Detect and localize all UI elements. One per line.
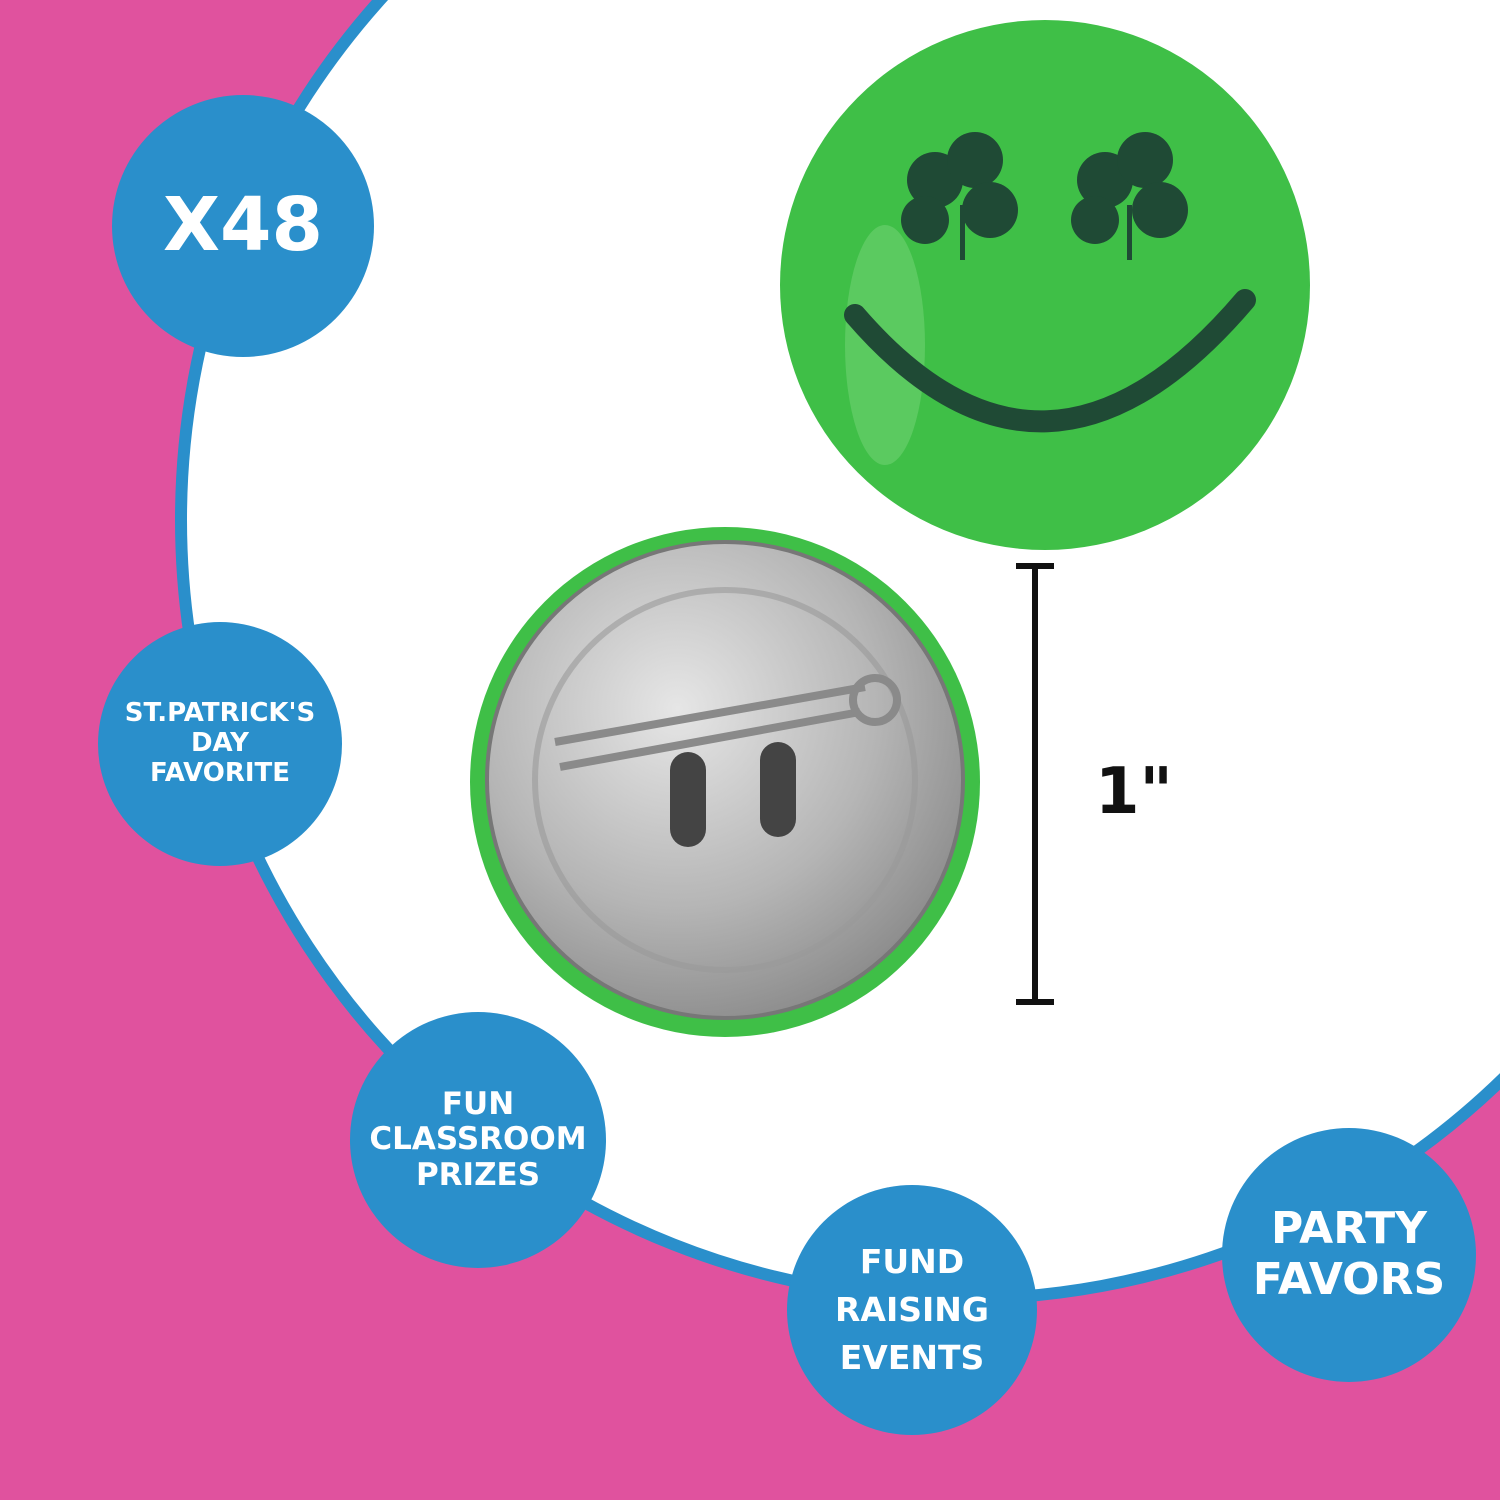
badge-line: PARTY (1270, 1203, 1428, 1255)
badge-line: CLASSROOM (369, 1121, 587, 1158)
badge-line: RAISING (835, 1290, 989, 1330)
badge-line: ST.PATRICK'S (124, 698, 316, 729)
shamrock-eye-icon (1071, 132, 1188, 260)
smile-mouth (844, 289, 1256, 433)
quantity-text: X48 (162, 182, 324, 269)
badge-line: DAY (190, 728, 250, 759)
st-patricks-badge: ST.PATRICK'S DAY FAVORITE (98, 622, 342, 866)
badge-line: PRIZES (415, 1156, 541, 1193)
size-scale-bar (1016, 563, 1054, 1005)
badge-line: EVENTS (839, 1337, 985, 1377)
badge-line: FUND (859, 1242, 965, 1282)
badge-line: FAVORITE (149, 757, 291, 788)
scale-tick-top (1016, 563, 1054, 569)
badge-line: FAVORS (1252, 1254, 1446, 1305)
quantity-badge: X48 (112, 95, 374, 357)
scale-tick-bottom (1016, 999, 1054, 1005)
safety-pin (554, 674, 901, 771)
green-smiley-button (780, 20, 1310, 550)
size-label: 1" (1095, 755, 1173, 829)
shamrock-eye-icon (901, 132, 1018, 260)
fundraising-badge: FUND RAISING EVENTS (787, 1185, 1037, 1435)
button-back-with-pin (470, 527, 980, 1037)
badge-line: FUN (441, 1085, 515, 1122)
party-favors-badge: PARTY FAVORS (1222, 1128, 1476, 1382)
classroom-badge: FUN CLASSROOM PRIZES (350, 1012, 606, 1268)
